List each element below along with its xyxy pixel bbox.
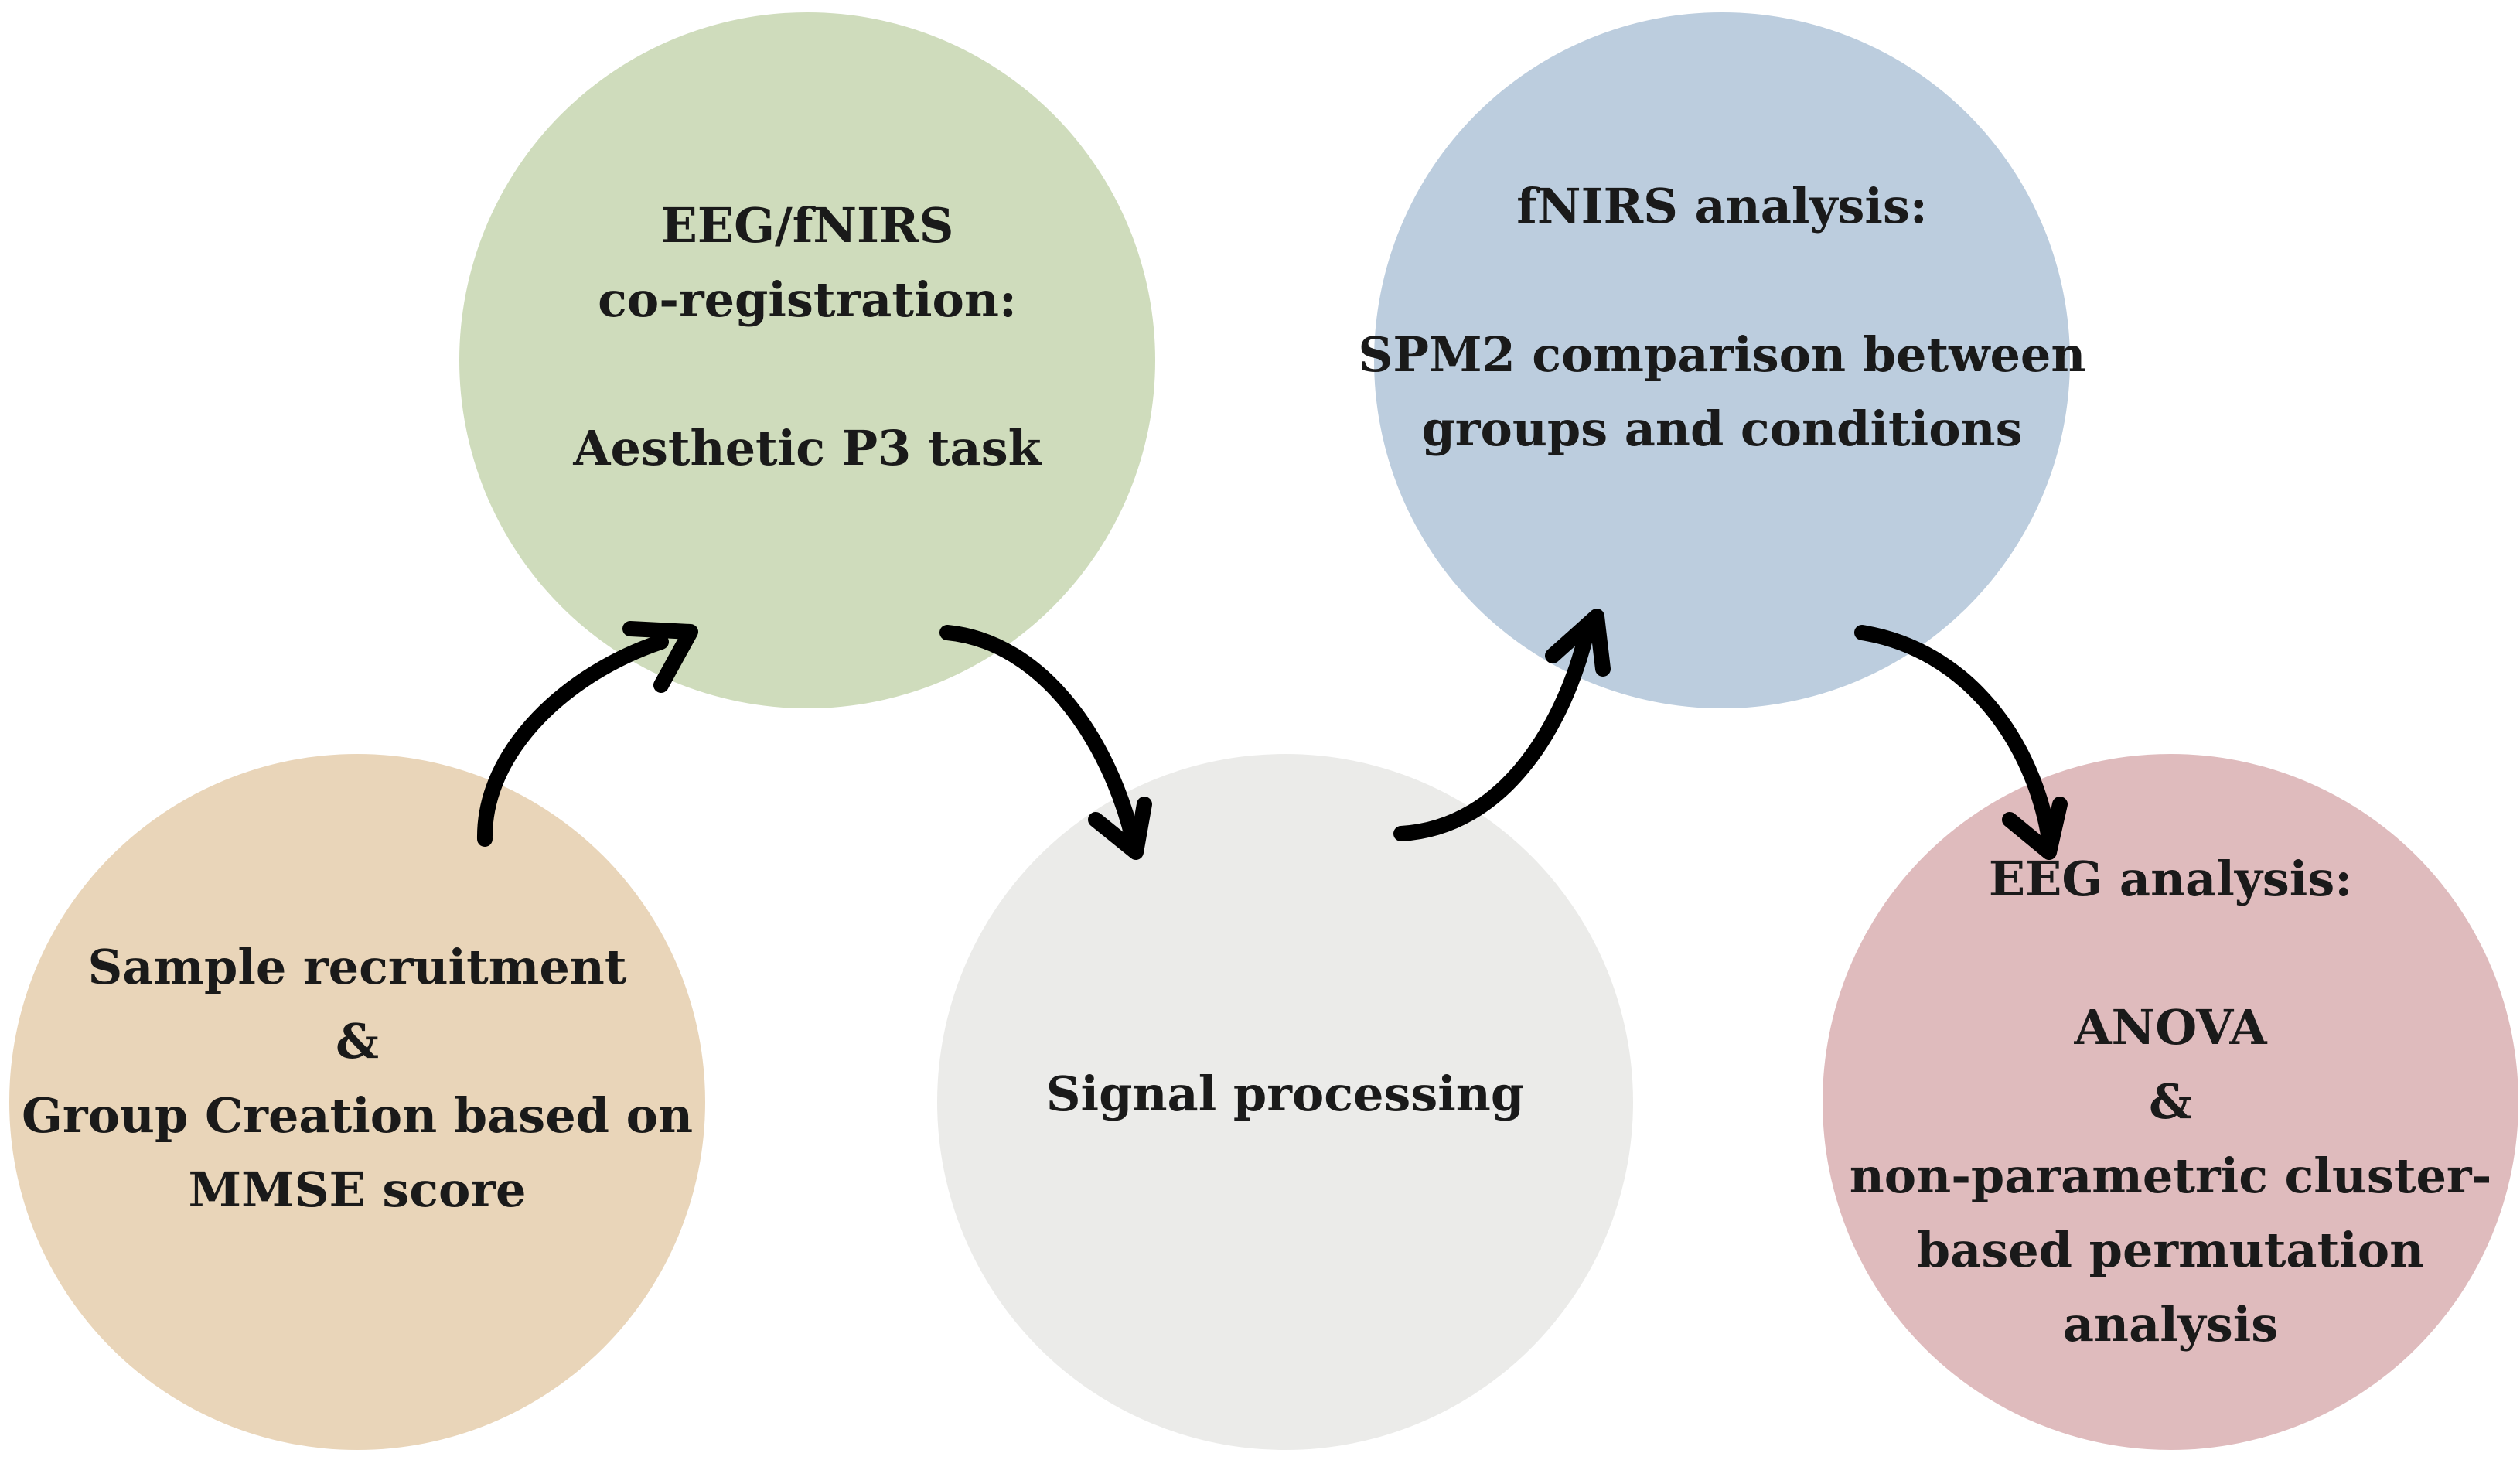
node-text-line: non-parametric cluster- — [1849, 1148, 2492, 1204]
node-text-line — [1850, 916, 2492, 991]
node-text-line — [573, 337, 1041, 411]
node-text-line: EEG analysis: — [1988, 851, 2353, 907]
node-text-line: Signal processing — [1045, 1066, 1525, 1122]
node-text-line: ANOVA — [2074, 999, 2267, 1056]
node-text-line: groups and conditions — [1421, 401, 2023, 457]
node-text-line: MMSE score — [188, 1162, 527, 1218]
node-text-line: Group Creation based on — [21, 1087, 694, 1144]
node-signal-processing-text: Signal processing — [1046, 1057, 1524, 1131]
node-eeg-fnirs-coregistration: EEG/fNIRS co-registration: Aesthetic P3 … — [459, 12, 1155, 708]
node-text-line: based permutation — [1916, 1222, 2425, 1278]
node-text-line: & — [2149, 1073, 2192, 1130]
node-text-line: EEG/fNIRS — [660, 197, 954, 254]
node-fnirs-analysis: fNIRS analysis: SPM2 comparison between … — [1359, 12, 2085, 708]
node-text-line: Sample recruitment — [87, 939, 627, 995]
node-signal-processing: Signal processing — [937, 754, 1633, 1450]
node-text-line: SPM2 comparison between — [1358, 326, 2086, 383]
node-eeg-analysis-text: EEG analysis: ANOVA & non-parametric clu… — [1850, 842, 2492, 1362]
node-sample-recruitment-text: Sample recruitment & Group Creation base… — [22, 930, 693, 1227]
node-coregistration-text: EEG/fNIRS co-registration: Aesthetic P3 … — [573, 189, 1041, 486]
node-sample-recruitment: Sample recruitment & Group Creation base… — [9, 754, 705, 1450]
node-text-line: analysis — [2062, 1296, 2279, 1353]
node-text-line: & — [336, 1013, 379, 1069]
node-text-line: co-registration: — [598, 271, 1017, 328]
node-text-line: fNIRS analysis: — [1516, 178, 1928, 234]
node-text-line — [1359, 244, 2086, 318]
node-eeg-analysis: EEG analysis: ANOVA & non-parametric clu… — [1823, 754, 2518, 1450]
node-fnirs-analysis-text: fNIRS analysis: SPM2 comparison between … — [1359, 169, 2086, 466]
node-text-line: Aesthetic P3 task — [573, 420, 1042, 476]
